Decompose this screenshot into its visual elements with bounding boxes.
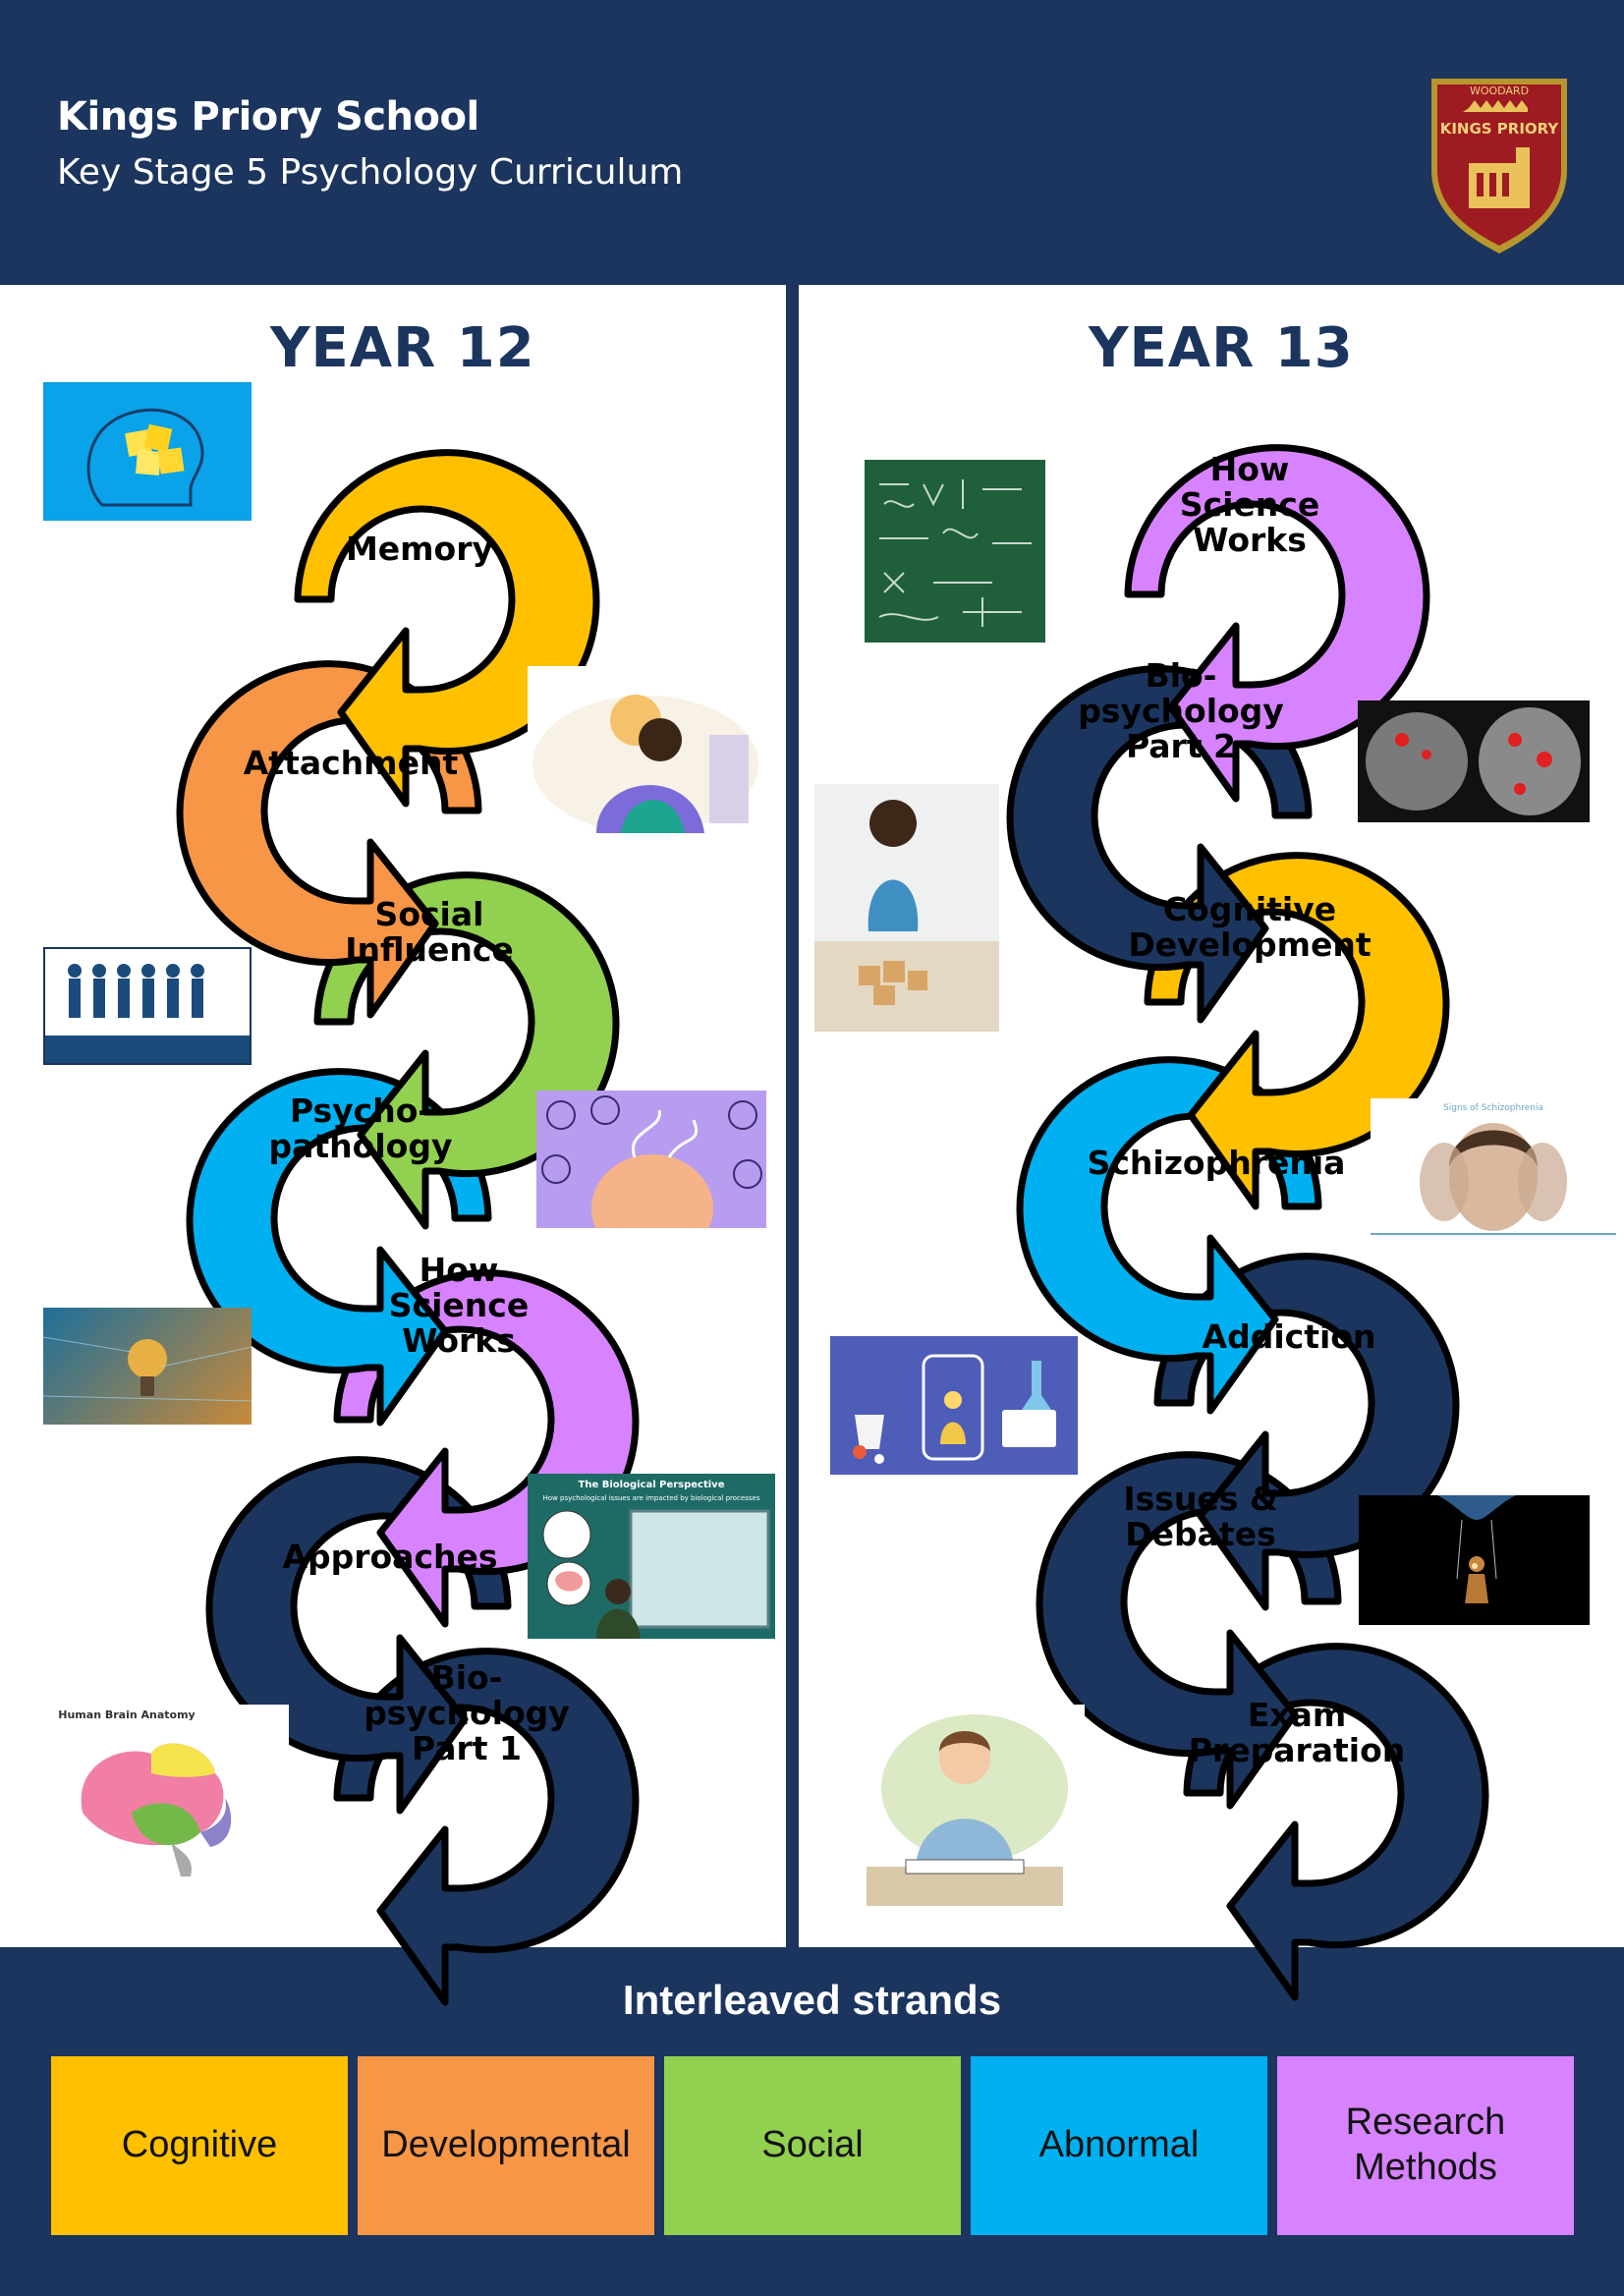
schizophrenia-signs-picture: Signs of Schizophrenia: [1371, 1098, 1616, 1236]
y13-topic-6-line-2: Debates: [1125, 1515, 1275, 1553]
y12-topic-2-line-1: Attachment: [244, 744, 459, 782]
psychopathology-head-picture: [536, 1091, 766, 1228]
attachment-hug-picture: [528, 666, 763, 838]
y12-topic-5-line-3: Works: [402, 1321, 516, 1360]
y12-arrow-2: [176, 660, 482, 1019]
y13-topic-1-line-3: Works: [1193, 521, 1307, 559]
y12-topic-4-line-2: pathology: [269, 1127, 453, 1165]
y12-topic-7-line-1: Bio-: [431, 1658, 503, 1697]
y12-topic-5-line-2: Science: [389, 1286, 529, 1324]
y13-topic-1-line-1: How: [1210, 450, 1290, 488]
y12-arrow-7: [333, 1648, 640, 2006]
biological-perspective-picture: The Biological Perspective How psycholog…: [528, 1474, 775, 1639]
year12-title: YEAR 12: [270, 316, 535, 380]
y13-arrow-6: [1036, 1451, 1342, 1810]
y12-topic-3-line-2: Influence: [345, 930, 514, 969]
header-banner: [0, 0, 1624, 285]
y13-arrow-2: [1006, 665, 1313, 1024]
y12-topic-5-line-1: How: [420, 1251, 499, 1289]
y13-arrow-1: [1124, 444, 1430, 803]
y13-topic-label-4: Schizophrenia: [1088, 1144, 1346, 1182]
y13-topic-2-line-2: psychology: [1078, 692, 1284, 730]
brain-scan-picture: [1358, 700, 1590, 822]
y13-topic-2-line-1: Bio-: [1146, 656, 1217, 695]
y12-topic-label-4: Psycho-pathology: [269, 1092, 453, 1165]
y12-topic-label-1: Memory: [346, 530, 493, 568]
memory-head-picture: [43, 382, 252, 521]
y13-arrow-7: [1183, 1643, 1489, 2001]
y13-topic-3-line-1: Cognitive: [1163, 890, 1336, 928]
y13-arrow-4: [1016, 1056, 1322, 1415]
y12-topic-label-2: Attachment: [244, 744, 459, 782]
strand-abnormal: Abnormal: [971, 2056, 1267, 2235]
school-crest-logo: WOODARD KINGS PRIORY: [1431, 79, 1567, 253]
bio-perspective-subtitle: How psychological issues are impacted by…: [543, 1494, 760, 1502]
y13-topic-3-line-2: Development: [1128, 925, 1372, 964]
school-name: Kings Priory School: [57, 94, 479, 140]
science-lightbulb-picture: [43, 1308, 252, 1425]
crest-top-text: WOODARD: [1470, 84, 1529, 97]
brain-anatomy-title: Human Brain Anatomy: [58, 1708, 195, 1721]
child-blocks-picture: [814, 784, 999, 1032]
y13-topic-1-line-2: Science: [1180, 485, 1319, 524]
y12-topic-7-line-3: Part 1: [412, 1729, 522, 1767]
y13-topic-7-line-1: Exam: [1248, 1696, 1346, 1734]
y13-topic-5-line-1: Addiction: [1203, 1317, 1376, 1356]
y12-topic-label-6: Approaches: [282, 1538, 497, 1576]
curriculum-subtitle: Key Stage 5 Psychology Curriculum: [57, 152, 684, 193]
y12-topic-1-line-1: Memory: [346, 530, 493, 568]
strand-developmental: Developmental: [358, 2056, 654, 2235]
puppet-strings-picture: [1359, 1495, 1590, 1625]
year13-title: YEAR 13: [1089, 316, 1354, 380]
y13-topic-4-line-1: Schizophrenia: [1088, 1144, 1346, 1182]
strands-title: Interleaved strands: [622, 1977, 1002, 2023]
brain-anatomy-picture: Human Brain Anatomy: [43, 1705, 289, 1886]
y13-topic-label-6: Issues &Debates: [1123, 1480, 1277, 1553]
y13-topic-2-line-3: Part 2: [1126, 727, 1236, 765]
y13-topic-label-5: Addiction: [1203, 1317, 1376, 1356]
y12-topic-4-line-1: Psycho-: [290, 1092, 431, 1130]
y12-arrow-1: [294, 449, 600, 808]
y12-topic-7-line-2: psychology: [364, 1694, 570, 1732]
equations-chalkboard-picture: [865, 460, 1045, 643]
strand-social: Social: [664, 2056, 961, 2235]
exam-revision-picture: [847, 1705, 1085, 1906]
social-influence-group-picture: [43, 947, 252, 1065]
y12-topic-6-line-1: Approaches: [282, 1538, 497, 1576]
addiction-picture: [830, 1336, 1078, 1475]
strand-research-methods: Research Methods: [1277, 2056, 1574, 2235]
y13-topic-6-line-1: Issues &: [1123, 1480, 1277, 1518]
y12-arrow-4: [186, 1068, 492, 1427]
y12-topic-3-line-1: Social: [375, 895, 484, 933]
crest-name-text: KINGS PRIORY: [1440, 120, 1560, 138]
y13-topic-7-line-2: Preparation: [1189, 1731, 1406, 1769]
strand-cognitive: Cognitive: [51, 2056, 348, 2235]
bio-perspective-title: The Biological Perspective: [579, 1480, 725, 1490]
schizophrenia-signs-title: Signs of Schizophrenia: [1443, 1103, 1543, 1113]
